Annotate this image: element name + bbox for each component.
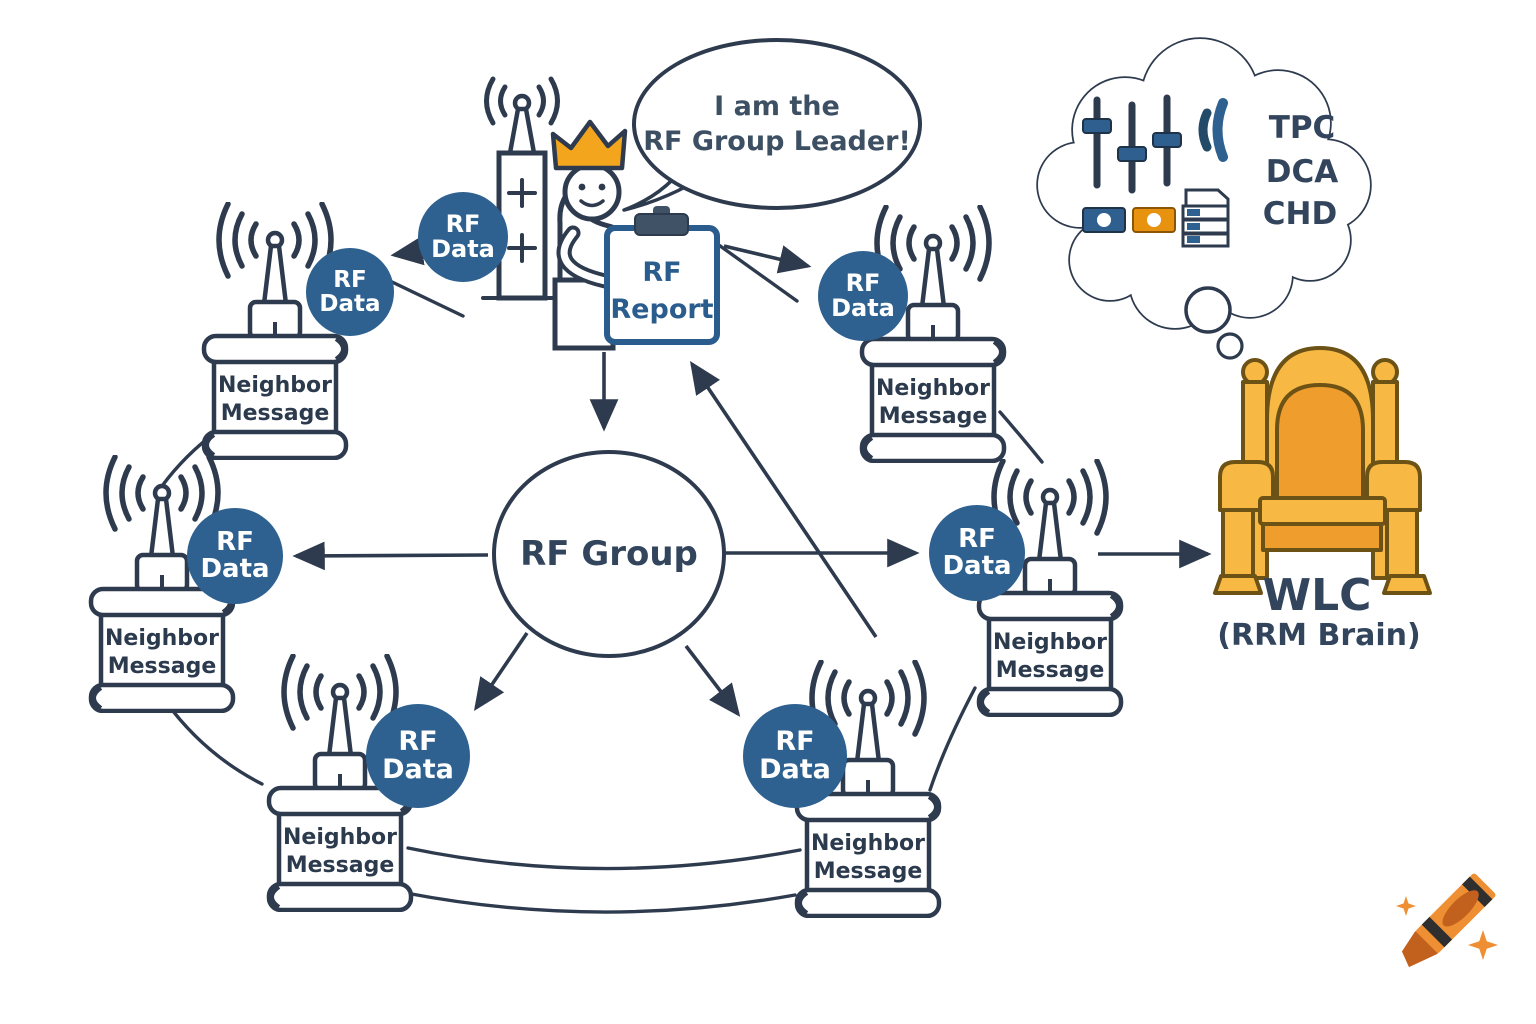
- ring-topleft-to-leader: [388, 279, 465, 318]
- chip-line1: RF: [398, 725, 438, 757]
- neighbor-message-line2: Message: [814, 859, 923, 884]
- wlc-title: WLC: [1263, 570, 1372, 621]
- thought-bubble-medium: [1184, 286, 1232, 334]
- cloud-item-tpc: TPC: [1269, 110, 1336, 146]
- ap-bottom-right: Neighbor Message: [783, 660, 953, 918]
- toggle-switches-icon: [1082, 207, 1176, 233]
- chip-line1: RF: [845, 268, 881, 297]
- leader-face: [578, 183, 606, 208]
- neighbor-message-line2: Message: [286, 853, 395, 878]
- thought-bubble-small: [1216, 332, 1244, 360]
- rf-group-circle: RF Group: [492, 450, 726, 658]
- access-point-icon: Neighbor Message: [965, 459, 1135, 717]
- wifi-waves-icon: [484, 76, 560, 126]
- neighbor-message-line1: Neighbor: [993, 630, 1107, 655]
- sliders-icon: [1082, 94, 1182, 194]
- rrm-thought-cloud: TPC DCA CHD: [1020, 35, 1372, 375]
- speech-bubble: I am the RF Group Leader!: [632, 38, 922, 210]
- neighbor-message-line1: Neighbor: [876, 376, 990, 401]
- cloud-item-chd: CHD: [1263, 196, 1337, 232]
- neighbor-message-line2: Message: [221, 401, 330, 426]
- rf-data-chip-bottom-left: RF Data: [366, 704, 470, 808]
- chip-line1: RF: [445, 209, 481, 238]
- rf-group-leader: RF Report: [455, 75, 735, 360]
- ap-right: Neighbor Message: [965, 459, 1135, 717]
- leader-arm: [560, 229, 609, 285]
- wlc-subtitle: (RRM Brain): [1217, 618, 1420, 653]
- ring-topright-to-right: [998, 410, 1044, 464]
- group-leader-illustration: RF Report: [481, 76, 720, 351]
- ap-bottom-left: Neighbor Message: [255, 654, 425, 912]
- neighbor-message-line2: Message: [996, 658, 1105, 683]
- chip-line1: RF: [775, 725, 815, 757]
- rf-data-chip-left: RF Data: [187, 508, 283, 604]
- tower-marks: [481, 178, 557, 300]
- throne-icon: WLC (RRM Brain): [1213, 346, 1432, 653]
- report-stack-icon: [1181, 188, 1230, 248]
- ring-left-to-bottomleft: [164, 700, 264, 786]
- access-point-icon: Neighbor Message: [783, 660, 953, 918]
- rf-data-chip-top-right: RF Data: [818, 251, 908, 341]
- arrow-neighbor-data-to-report: [689, 361, 878, 639]
- leader-head: [562, 162, 622, 222]
- cloud-item-dca: DCA: [1266, 154, 1338, 190]
- ribbon-bottom-top-edge: [406, 846, 802, 871]
- ribbon-bottom-bottom-edge: [404, 891, 797, 914]
- speech-line1: I am the: [714, 90, 840, 122]
- rf-group-label: RF Group: [520, 534, 698, 574]
- ap-left: Neighbor Message: [77, 455, 247, 713]
- chip-line1: RF: [333, 266, 367, 293]
- ring-right-to-bottomright: [928, 686, 977, 792]
- neighbor-message-line1: Neighbor: [283, 825, 397, 850]
- rf-data-chip-top-left: RF Data: [306, 248, 394, 336]
- chip-line1: RF: [958, 523, 996, 554]
- arrow-rf-group-to-bottomright-ap: [684, 644, 741, 717]
- chip-line2: Data: [431, 235, 495, 263]
- arrow-leader-to-topright-ap: [723, 244, 812, 274]
- crayon-watermark: [1378, 855, 1533, 1010]
- rf-report-clipboard: RF Report: [604, 206, 720, 345]
- antenna-mast: [507, 106, 537, 156]
- neighbor-message-line1: Neighbor: [811, 831, 925, 856]
- sparkle-small: [1396, 896, 1416, 916]
- crayon-icon: [1396, 873, 1498, 968]
- ring-leader-to-topright: [714, 241, 799, 303]
- cloud-fill: [1038, 39, 1370, 328]
- rf-report-line2: Report: [610, 294, 713, 325]
- thought-cloud-illustration: TPC DCA CHD: [1036, 37, 1372, 360]
- chip-line2: Data: [382, 754, 454, 785]
- access-point-icon: Neighbor Message: [77, 455, 247, 713]
- access-point-icon: Neighbor Message: [255, 654, 425, 912]
- rf-data-chip-leader: RF Data: [418, 192, 508, 282]
- neighbor-message-line2: Message: [879, 404, 988, 429]
- crown-icon: [550, 119, 628, 171]
- neighbor-message-line1: Neighbor: [218, 373, 332, 398]
- chip-line2: Data: [942, 551, 1012, 581]
- chip-line2: Data: [319, 291, 381, 317]
- wlc-throne: WLC (RRM Brain): [1205, 340, 1440, 670]
- access-point-icon: Neighbor Message: [190, 202, 360, 460]
- neighbor-message-line1: Neighbor: [105, 626, 219, 651]
- arrow-rf-group-to-left-ap: [292, 541, 489, 571]
- ap-top-right: Neighbor Message: [848, 205, 1018, 463]
- chip-line2: Data: [831, 294, 895, 322]
- speech-line2: RF Group Leader!: [643, 126, 911, 157]
- rf-report-line1: RF: [642, 257, 681, 288]
- signal-icon: [1198, 98, 1228, 162]
- rf-data-chip-right: RF Data: [929, 505, 1025, 601]
- chip-line2: Data: [200, 554, 270, 584]
- rf-data-chip-bottom-right: RF Data: [743, 704, 847, 808]
- chip-line2: Data: [759, 754, 831, 785]
- ap-top-left: Neighbor Message: [190, 202, 360, 460]
- sparkle-large: [1468, 930, 1498, 960]
- chip-line1: RF: [216, 526, 254, 557]
- neighbor-message-line2: Message: [108, 654, 217, 679]
- access-point-icon: Neighbor Message: [848, 205, 1018, 463]
- arrow-rf-group-to-bottomleft-ap: [473, 631, 529, 711]
